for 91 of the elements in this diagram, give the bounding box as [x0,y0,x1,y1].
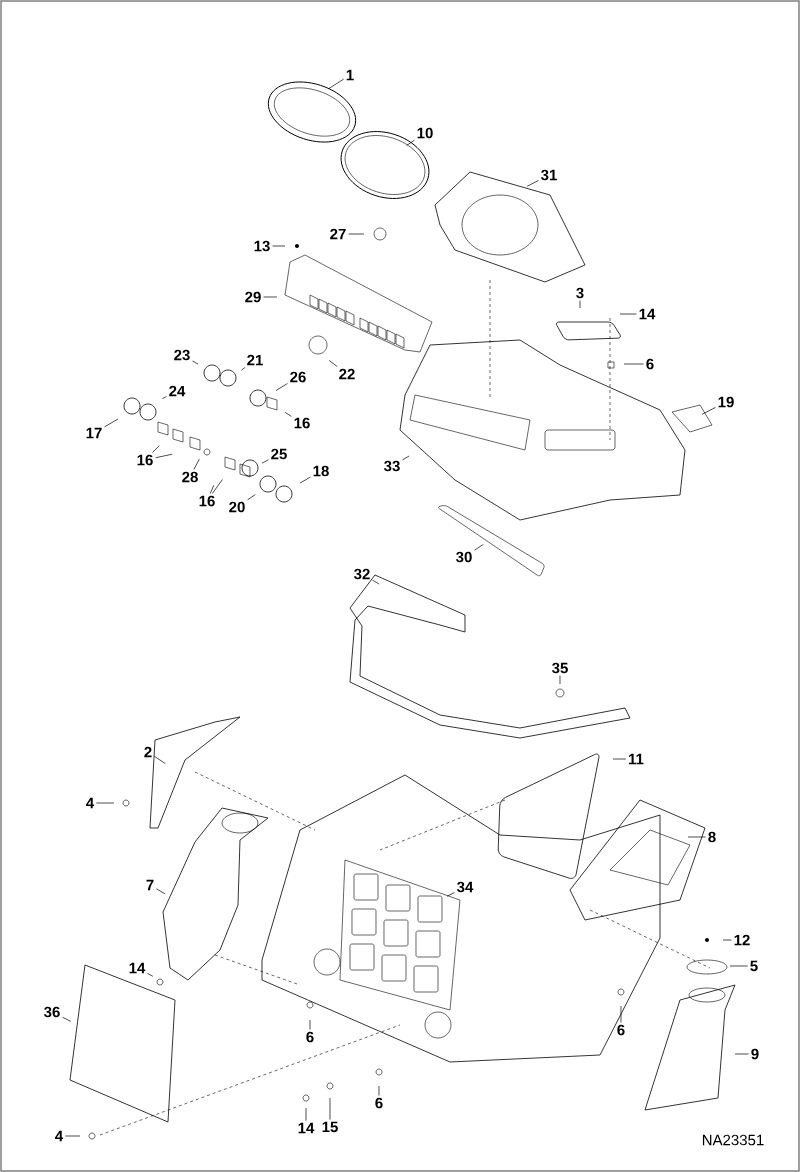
leader-line [305,1107,307,1121]
callout-number: 6 [646,358,654,370]
leader-line [261,459,269,464]
leader-line [620,1005,622,1023]
leader-line [62,1016,72,1022]
callout-number: 19 [718,396,734,408]
callout-number: 35 [552,662,568,674]
callout-number: 33 [384,460,400,472]
callout-number: 14 [129,962,146,974]
callout-number: 16 [199,495,215,507]
callout-number: 10 [417,127,433,139]
drawing-number: NA23351 [702,1134,764,1146]
callout-number: 13 [254,240,270,252]
leader-line [104,418,119,428]
leader-line [612,758,627,760]
leader-line [247,494,256,501]
leader-line [272,245,286,247]
callout-number: 29 [245,291,261,303]
callout-number: 14 [639,308,656,320]
callout-number: 26 [290,371,306,383]
callout-number: 16 [137,454,153,466]
leader-line [372,579,380,585]
leader-line [156,888,166,895]
leader-line [579,300,581,309]
leader-line [722,939,732,941]
leader-line [328,360,338,367]
leader-line [212,479,223,494]
leader-line [474,544,484,551]
callout-number: 17 [86,427,102,439]
leader-line [402,455,410,461]
callout-number: 23 [174,349,190,361]
callout-number: 20 [229,501,245,513]
callout-number: 6 [306,1031,314,1043]
callout-number: 27 [330,228,346,240]
leader-line [65,1135,81,1137]
leader-line [147,973,154,977]
callout-number: 34 [457,881,474,893]
callout-number: 5 [750,960,758,972]
leader-line [162,396,167,399]
leader-line [526,180,539,187]
leader-line [687,836,706,838]
leader-line [701,407,716,415]
callout-number: 24 [169,385,186,397]
callout-number: 1 [346,69,354,81]
callout-number: 7 [146,879,154,891]
leader-line [209,484,215,494]
leader-line [96,802,115,804]
leader-line [155,453,173,459]
leader-line [152,445,160,453]
leader-line [378,1085,380,1096]
callout-number: 9 [751,1048,759,1060]
callout-number: 31 [541,169,557,181]
leader-line [309,1019,311,1030]
callout-number: 6 [375,1097,383,1109]
callout-number: 16 [294,417,310,429]
callout-number: 8 [708,831,716,843]
leader-line [729,965,748,967]
callout-number: 3 [576,287,584,299]
callout-number: 4 [86,797,95,809]
callout-number: 28 [182,471,198,483]
leader-line [328,78,344,90]
callout-number: 25 [271,448,287,460]
callout-number: 21 [247,354,263,366]
leader-line [193,458,200,470]
callout-number: 36 [44,1006,60,1018]
callout-number: 32 [354,568,370,580]
callout-number: 14 [298,1122,315,1134]
leader-line [299,476,311,484]
callout-number: 4 [55,1130,64,1142]
callout-number: 30 [456,551,472,563]
callout-number: 2 [144,746,152,758]
leader-line [192,360,199,365]
leader-line [263,296,278,298]
leader-line [734,1053,749,1055]
leader-line [241,367,246,371]
callout-number: 12 [734,934,750,946]
callout-number: 15 [322,1121,338,1133]
leader-line [446,892,455,897]
callout-number: 22 [339,368,355,380]
leader-line [284,411,292,417]
leader-line [348,233,365,235]
callout-number: 11 [629,753,644,765]
leader-line [154,755,166,764]
leader-line [275,383,288,391]
leader-line [329,1097,331,1120]
leader-line [406,139,415,146]
leader-line [623,363,644,365]
leader-line [619,313,637,315]
leader-line [559,675,561,685]
callout-number: 6 [617,1024,625,1036]
callout-number: 18 [313,465,329,477]
